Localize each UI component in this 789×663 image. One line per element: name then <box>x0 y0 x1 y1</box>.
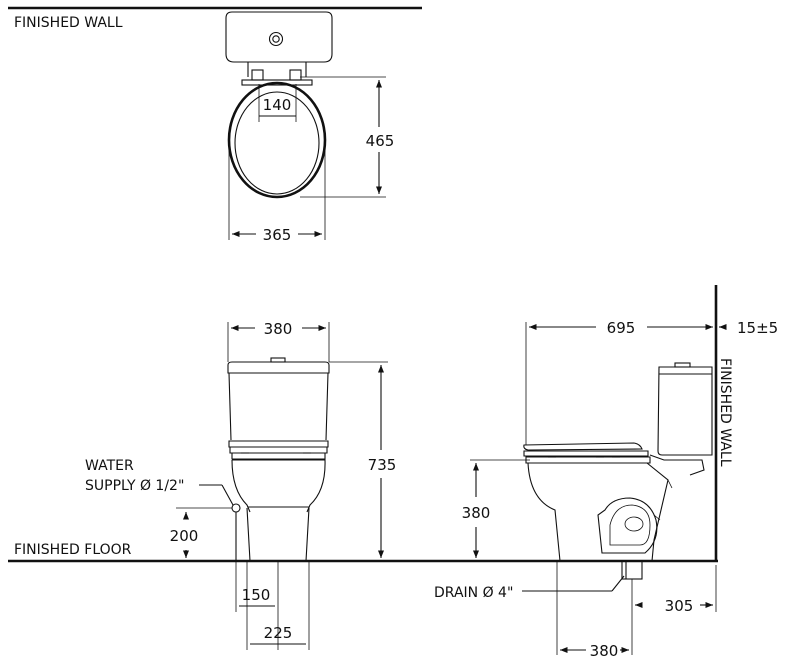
bowl-front-outline <box>231 459 326 513</box>
dim-drain-to-wall: 305 <box>665 597 694 615</box>
hinge-right-icon <box>289 69 302 81</box>
seat-side-outline <box>523 442 643 451</box>
dim-seat-height: 380 <box>462 504 491 522</box>
finished-floor-label: FINISHED FLOOR <box>14 542 132 558</box>
tank-plan-outline <box>225 11 333 63</box>
finished-wall-label-side: FINISHED WALL <box>717 358 733 467</box>
drain-label: DRAIN Ø 4" <box>434 585 513 601</box>
dim-front-to-drain: 380 <box>590 642 619 660</box>
water-supply-label-line2: SUPPLY Ø 1/2" <box>85 478 184 494</box>
water-supply-valve-icon <box>231 503 241 513</box>
dim-seat-length: 465 <box>366 132 395 150</box>
plan-view: FINISHED WALL 140 465 365 <box>8 6 422 244</box>
bowl-side-outline <box>527 462 669 562</box>
tank-side-outline <box>657 366 713 456</box>
finished-wall-label-top: FINISHED WALL <box>14 15 123 31</box>
front-view: WATER SUPPLY Ø 1/2" 200 380 735 150 225 <box>85 320 396 650</box>
drain-pipe-icon <box>621 560 643 580</box>
dim-seat-width: 365 <box>263 226 292 244</box>
dim-seat-hinge-spacing: 140 <box>263 96 292 114</box>
side-view: FINISHED WALL 695 15±5 <box>434 285 778 660</box>
tank-front-outline <box>227 361 330 374</box>
dim-overall-height: 735 <box>368 456 397 474</box>
flush-button-icon <box>268 31 284 47</box>
dim-overall-depth: 695 <box>607 319 636 337</box>
hinge-left-icon <box>251 69 264 81</box>
dim-wall-gap: 15±5 <box>737 319 778 337</box>
dim-supply-offset: 150 <box>242 586 271 604</box>
dim-supply-height: 200 <box>170 527 199 545</box>
water-supply-label-line1: WATER <box>85 458 134 474</box>
dim-tank-width: 380 <box>264 320 293 338</box>
dim-pedestal-width: 225 <box>264 624 293 642</box>
trapway-outlet-icon <box>624 516 644 532</box>
